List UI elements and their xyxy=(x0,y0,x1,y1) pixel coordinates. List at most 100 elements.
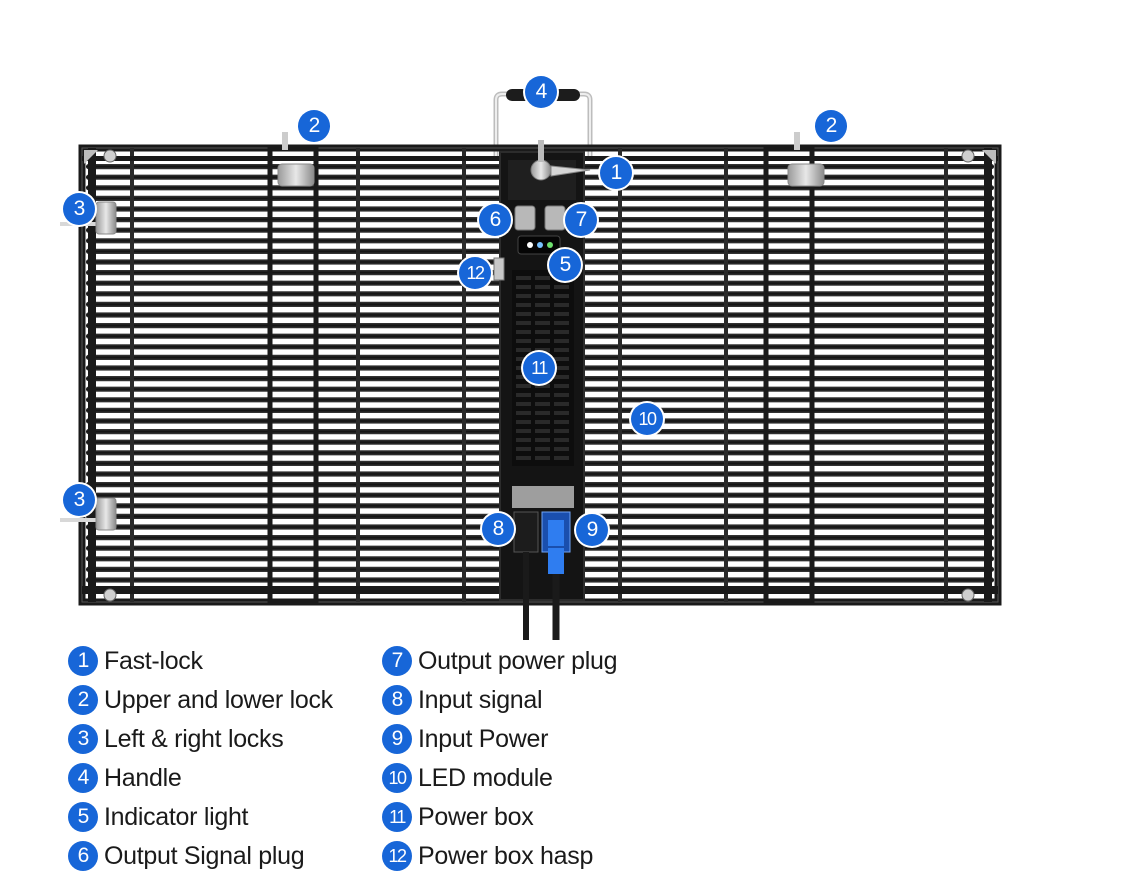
legend-number-12: 12 xyxy=(382,841,412,871)
legend-number-8: 8 xyxy=(382,685,412,715)
power-box-vents xyxy=(516,276,569,460)
vent-slot xyxy=(535,393,550,397)
callout-8-input-signal: 8 xyxy=(482,513,514,545)
legend-item-5: 5 Indicator light xyxy=(68,801,249,833)
vent-slot xyxy=(535,447,550,451)
vent-slot xyxy=(516,411,531,415)
vent-slot xyxy=(554,339,569,343)
vent-slot xyxy=(554,456,569,460)
callout-3-side-lock-upper: 3 xyxy=(63,193,95,225)
legend-number-11: 11 xyxy=(382,802,412,832)
legend-label-left-right-locks: Left & right locks xyxy=(104,724,284,753)
legend-item-10: 10 LED module xyxy=(382,762,553,794)
callout-11-power-box: 11 xyxy=(523,352,555,384)
vent-slot xyxy=(554,429,569,433)
upper-lower-locks xyxy=(277,132,825,187)
vent-slot xyxy=(554,438,569,442)
vent-slot xyxy=(554,447,569,451)
legend-label-upper-lower-lock: Upper and lower lock xyxy=(104,685,333,714)
vent-slot xyxy=(516,303,531,307)
vent-slot xyxy=(516,429,531,433)
legend-number-3: 3 xyxy=(68,724,98,754)
legend-label-output-power-plug: Output power plug xyxy=(418,646,618,675)
callout-3-side-lock-lower: 3 xyxy=(63,484,95,516)
callout-4-handle: 4 xyxy=(525,76,557,108)
legend-item-9: 9 Input Power xyxy=(382,723,548,755)
vent-slot xyxy=(535,312,550,316)
vent-slot xyxy=(516,276,531,280)
vent-slot xyxy=(516,375,531,379)
legend-label-fast-lock: Fast-lock xyxy=(104,646,203,675)
callout-12-power-box-hasp: 12 xyxy=(459,257,491,289)
vent-slot xyxy=(554,402,569,406)
callout-6-output-signal: 6 xyxy=(479,204,511,236)
callout-10-led-module: 10 xyxy=(631,403,663,435)
vent-slot xyxy=(535,429,550,433)
vent-slot xyxy=(516,339,531,343)
vent-slot xyxy=(516,384,531,388)
vent-slot xyxy=(535,384,550,388)
led-panel-diagram xyxy=(60,89,1002,640)
vent-slot xyxy=(554,375,569,379)
vent-slot xyxy=(554,357,569,361)
legend-number-2: 2 xyxy=(68,685,98,715)
vent-slot xyxy=(554,321,569,325)
callout-9-input-power: 9 xyxy=(576,514,608,546)
vent-slot xyxy=(516,330,531,334)
vent-slot xyxy=(554,411,569,415)
vent-slot xyxy=(535,330,550,334)
vent-slot xyxy=(554,312,569,316)
vent-slot xyxy=(554,330,569,334)
vent-slot xyxy=(535,420,550,424)
vent-slot xyxy=(554,285,569,289)
legend-label-handle: Handle xyxy=(104,763,182,792)
vent-slot xyxy=(516,294,531,298)
vent-slot xyxy=(535,402,550,406)
vent-slot xyxy=(554,393,569,397)
vent-slot xyxy=(554,384,569,388)
vent-slot xyxy=(535,456,550,460)
vent-slot xyxy=(554,348,569,352)
vent-slot xyxy=(554,366,569,370)
legend-number-10: 10 xyxy=(382,763,412,793)
vent-slot xyxy=(516,438,531,442)
legend-label-indicator-light: Indicator light xyxy=(104,802,249,831)
vent-slot xyxy=(516,312,531,316)
callout-1-fast-lock: 1 xyxy=(600,157,632,189)
legend-number-4: 4 xyxy=(68,763,98,793)
callout-2-upper-lock-left: 2 xyxy=(298,110,330,142)
vent-slot xyxy=(516,348,531,352)
vent-slot xyxy=(535,321,550,325)
vent-slot xyxy=(535,339,550,343)
legend-number-7: 7 xyxy=(382,646,412,676)
legend-number-1: 1 xyxy=(68,646,98,676)
legend-number-9: 9 xyxy=(382,724,412,754)
vent-slot xyxy=(516,447,531,451)
legend-label-power-box-hasp: Power box hasp xyxy=(418,841,594,870)
legend-item-12: 12 Power box hasp xyxy=(382,840,593,872)
vent-slot xyxy=(516,393,531,397)
callout-5-indicator: 5 xyxy=(549,249,581,281)
vent-slot xyxy=(535,348,550,352)
legend-item-8: 8 Input signal xyxy=(382,684,543,716)
vent-slot xyxy=(535,303,550,307)
legend-item-4: 4 Handle xyxy=(68,762,182,794)
vent-slot xyxy=(554,294,569,298)
legend-number-5: 5 xyxy=(68,802,98,832)
legend-label-input-power: Input Power xyxy=(418,724,549,753)
vent-slot xyxy=(516,456,531,460)
vent-slot xyxy=(535,276,550,280)
legend-label-power-box: Power box xyxy=(418,802,534,831)
vent-slot xyxy=(516,285,531,289)
legend-label-output-signal-plug: Output Signal plug xyxy=(104,841,305,870)
vent-slot xyxy=(516,420,531,424)
vent-slot xyxy=(535,294,550,298)
vent-slot xyxy=(535,411,550,415)
vent-slot xyxy=(554,303,569,307)
legend-item-11: 11 Power box xyxy=(382,801,534,833)
vent-slot xyxy=(516,321,531,325)
legend-item-6: 6 Output Signal plug xyxy=(68,840,305,872)
legend-label-input-signal: Input signal xyxy=(418,685,543,714)
legend-label-led-module: LED module xyxy=(418,763,553,792)
legend-item-2: 2 Upper and lower lock xyxy=(68,684,333,716)
